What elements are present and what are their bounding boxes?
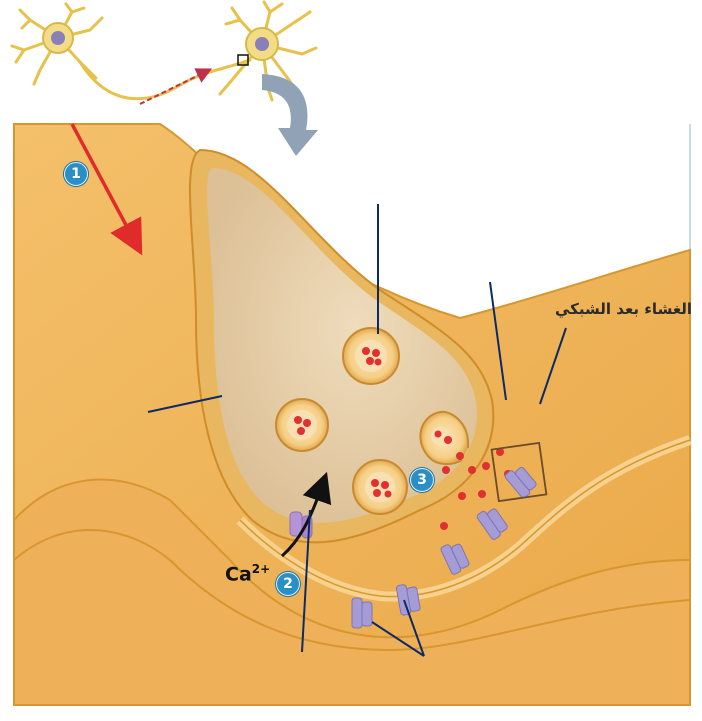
step-badge-3: 3 bbox=[410, 468, 434, 492]
step-badge-1: 1 bbox=[64, 162, 88, 186]
zoom-arrow-icon bbox=[262, 74, 318, 156]
vesicle bbox=[353, 460, 407, 514]
vesicle bbox=[276, 399, 328, 451]
calcium-ion-label: Ca2+ bbox=[225, 562, 270, 585]
postsynaptic-membrane-label: الغشاء بعد الشبكي bbox=[555, 300, 692, 318]
synaptic-terminal bbox=[190, 150, 493, 542]
vesicle bbox=[343, 328, 399, 384]
step-badge-2: 2 bbox=[276, 572, 300, 596]
